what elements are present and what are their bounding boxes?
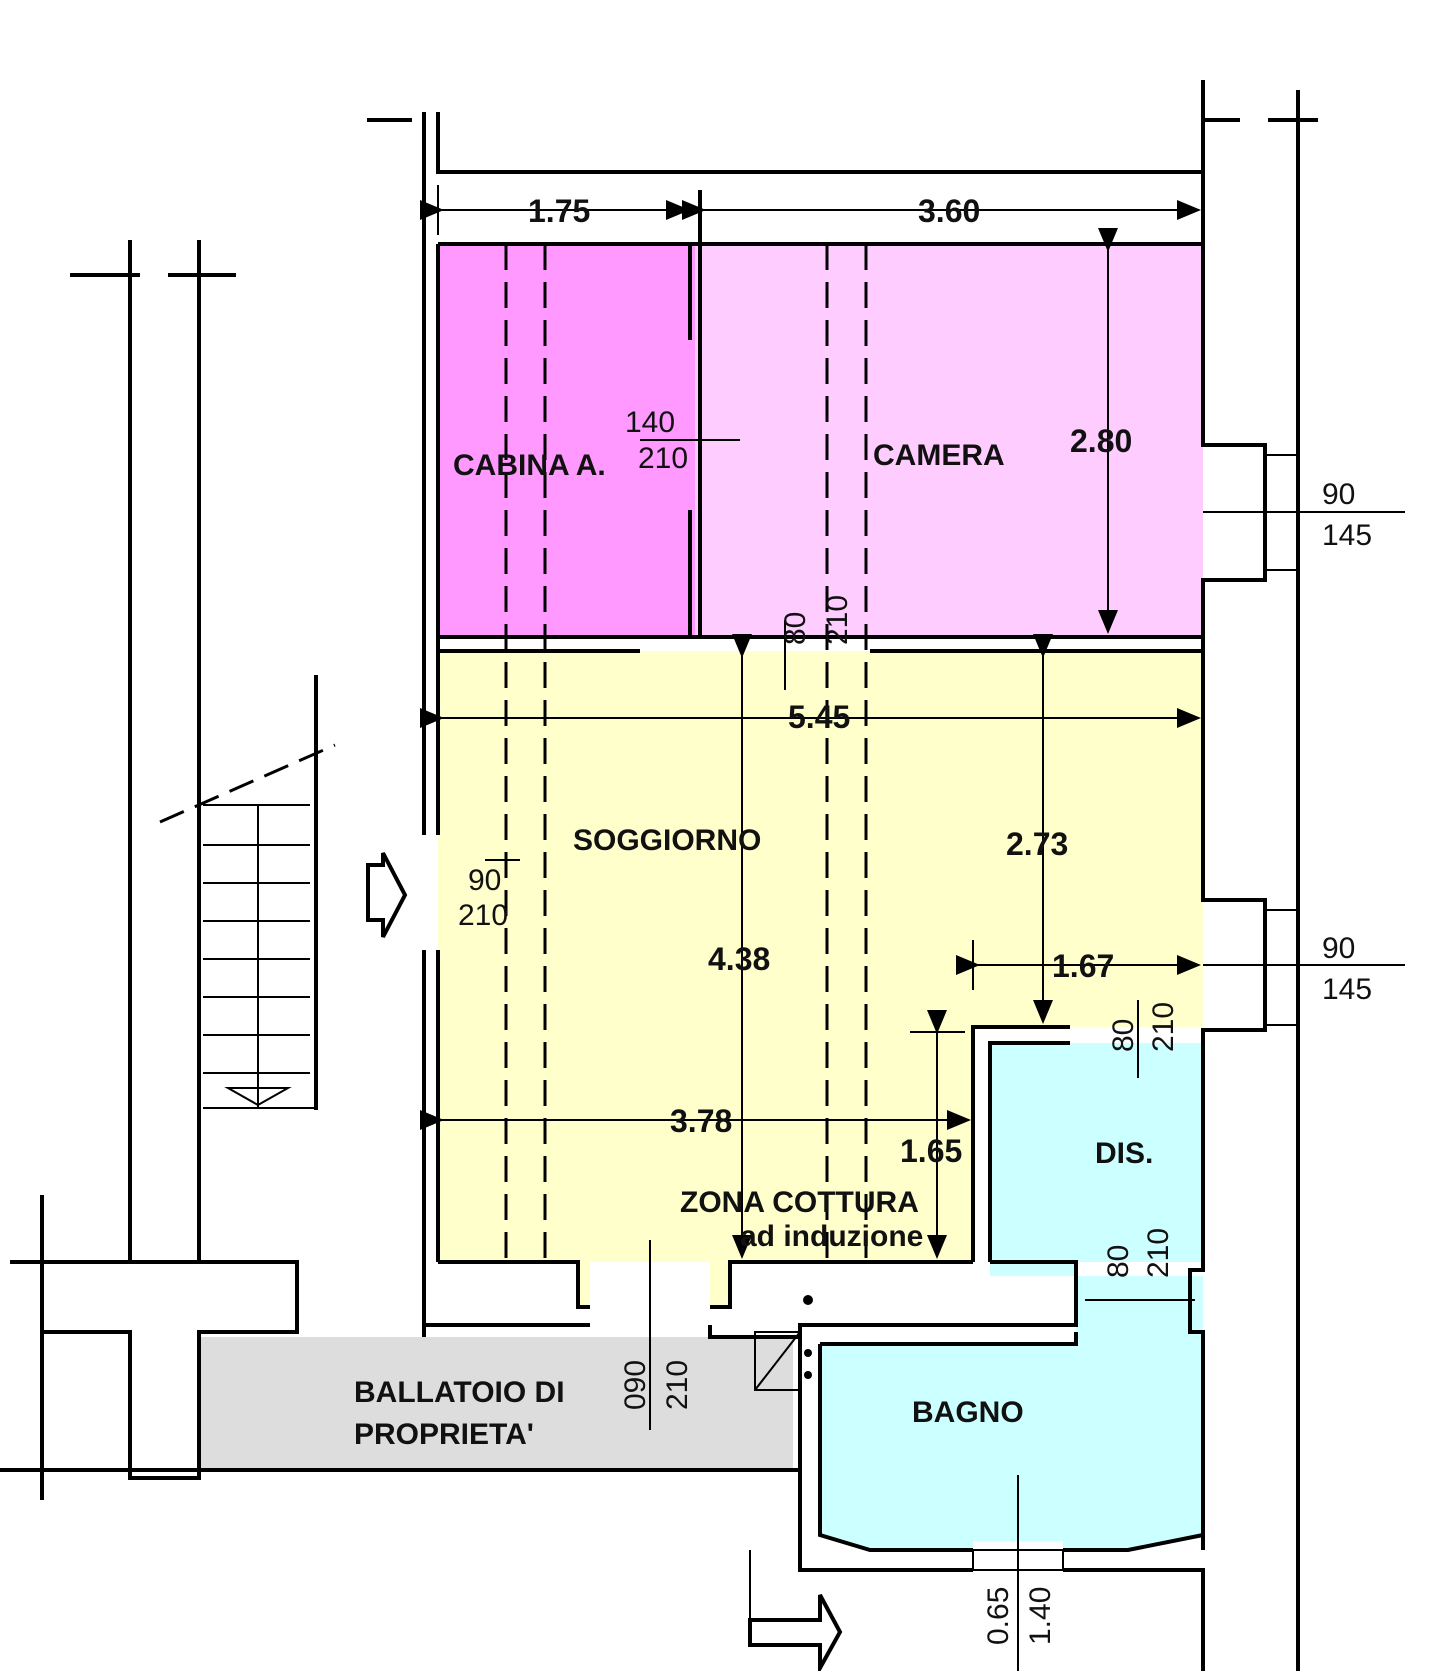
room-label-zona-cottura: ZONA COTTURA <box>680 1186 919 1219</box>
camera-door-label: 80 210 <box>779 595 854 645</box>
dis-fill <box>990 1043 1203 1276</box>
dis-door-height: 210 <box>1147 1002 1180 1052</box>
camera-fill <box>695 244 1203 637</box>
dim-cabina-width: 1.75 <box>528 193 590 229</box>
soggiorno-window-width: 90 <box>1322 932 1355 965</box>
drain-dot-3 <box>804 1371 812 1379</box>
bagno-wall-left-outer <box>798 1337 973 1572</box>
camera-window-width: 90 <box>1322 478 1355 511</box>
dis-door-label: 80 210 <box>1107 1002 1180 1052</box>
room-label-bagno: BAGNO <box>912 1396 1024 1429</box>
room-label-cabina: CABINA A. <box>453 449 606 482</box>
dim-soggiorno-depth: 4.38 <box>708 941 770 977</box>
room-label-ballatoio-1: BALLATOIO DI <box>354 1376 565 1409</box>
corridor-bottom <box>10 1260 299 1480</box>
camera-door-height: 210 <box>821 595 854 645</box>
soggiorno-window-height: 145 <box>1322 973 1372 1006</box>
ballatoio-bagno-door-swing <box>754 1331 801 1391</box>
top-wall <box>436 80 1205 174</box>
bagno-door-width: 80 <box>1102 1245 1135 1278</box>
entry-door-width: 90 <box>468 864 501 897</box>
bottom-wall-cottura-2 <box>708 1260 1078 1339</box>
ballatoio-door-label: 090 210 <box>619 1360 694 1410</box>
dis-wall-inner <box>988 1041 1070 1262</box>
room-label-induzione: ad induzione <box>740 1220 923 1253</box>
entry-arrow-icon <box>366 852 408 938</box>
bagno-wall-bottom-outer <box>1063 1568 1205 1671</box>
bagno-wall <box>820 1332 1078 1346</box>
dim-camera-width: 3.60 <box>918 193 980 229</box>
camera-window-height: 145 <box>1322 519 1372 552</box>
stair-treads <box>203 804 316 1109</box>
room-label-soggiorno: SOGGIORNO <box>573 824 761 857</box>
drain-dot-2 <box>804 1349 812 1357</box>
drain-dot <box>803 1295 813 1305</box>
bagno-wall-left <box>818 1344 973 1552</box>
right-wall-inner <box>1188 172 1267 1550</box>
bagno-window-height: 1.40 <box>1024 1587 1057 1645</box>
stair-direction-arrow <box>224 1087 292 1107</box>
room-label-ballatoio-2: PROPRIETA' <box>354 1418 534 1451</box>
cabina-door-width: 140 <box>625 406 675 439</box>
soggiorno-window <box>1264 909 1299 1026</box>
bagno-door-height: 210 <box>1142 1228 1175 1278</box>
ballatoio-door-width: 090 <box>619 1360 652 1410</box>
dim-camera-depth: 2.80 <box>1070 423 1132 459</box>
bottom-wall-cottura <box>710 1260 973 1309</box>
dim-cottura-width: 3.78 <box>670 1103 732 1139</box>
bagno-wall-right <box>1063 1533 1204 1552</box>
dim-soggiorno-right-depth: 2.73 <box>1006 826 1068 862</box>
bottom-entry-arrow-icon <box>748 1594 843 1671</box>
entry-door-height: 210 <box>458 899 508 932</box>
room-label-camera: CAMERA <box>873 439 1005 472</box>
dim-dis-width: 1.67 <box>1052 948 1114 984</box>
room-label-dis: DIS. <box>1095 1137 1153 1170</box>
dim-cottura-depth: 1.65 <box>900 1133 962 1169</box>
dim-soggiorno-width: 5.45 <box>788 699 850 735</box>
cabina-door-height: 210 <box>638 442 688 475</box>
bagno-door-label: 80 210 <box>1102 1228 1175 1278</box>
dis-wall <box>971 1025 1070 1262</box>
ballatoio-bagno-door-box <box>754 1331 801 1391</box>
soggiorno-fill <box>438 651 1203 1307</box>
bottom-wall-soggiorno <box>438 1260 590 1309</box>
bagno-window-label: 0.65 1.40 <box>982 1587 1057 1645</box>
ballatoio-fill <box>201 1337 793 1470</box>
ballatoio-door-height: 210 <box>661 1360 694 1410</box>
dis-door-width: 80 <box>1107 1019 1140 1052</box>
camera-door-width: 80 <box>779 612 812 645</box>
stair-cut-line <box>159 743 336 824</box>
bagno-window-width: 0.65 <box>982 1587 1015 1645</box>
